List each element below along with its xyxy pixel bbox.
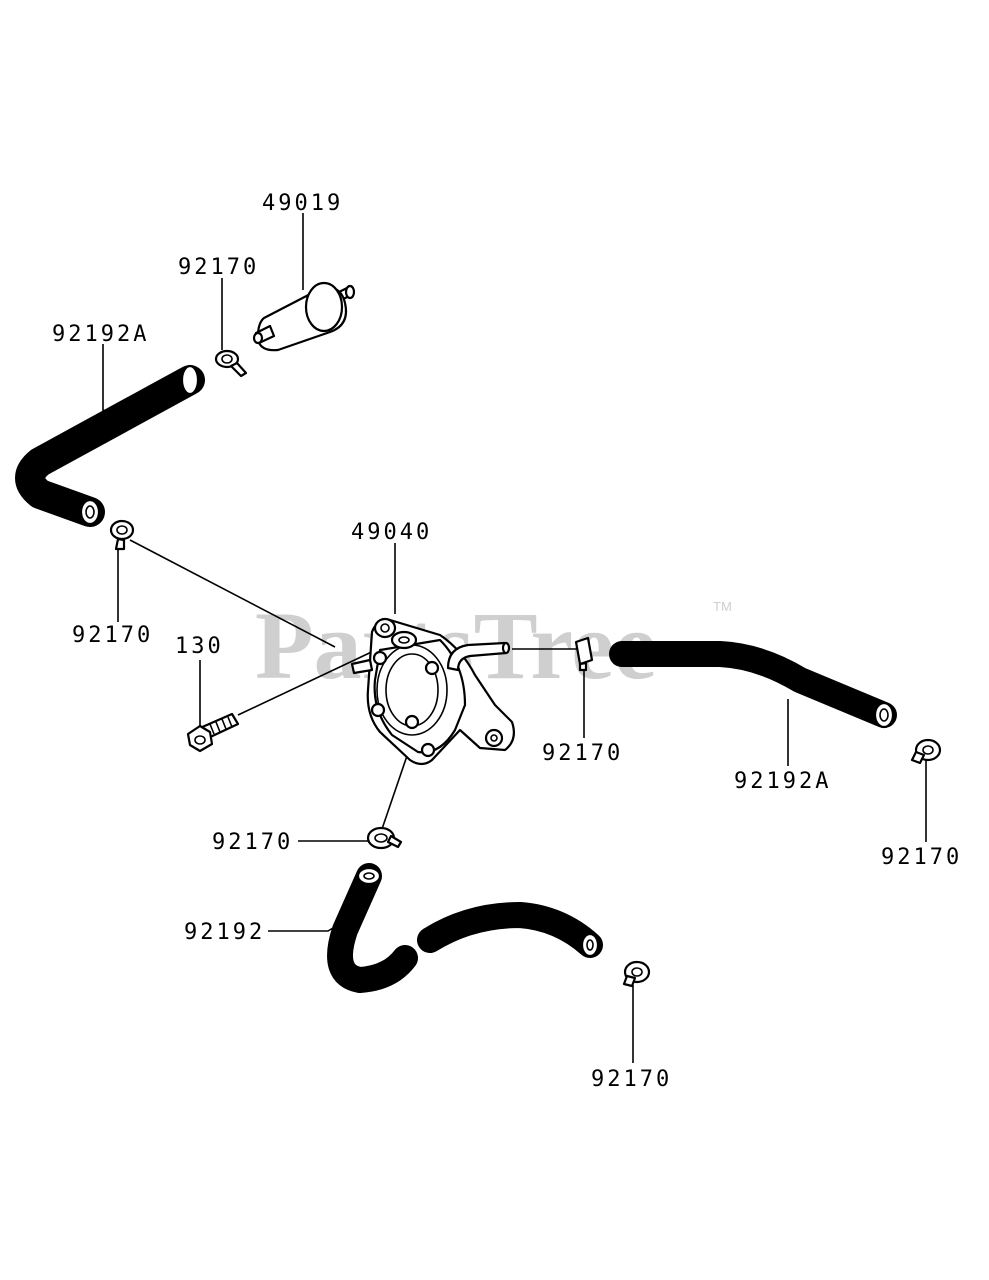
label-hose-upper-left: 92192A (52, 322, 149, 347)
leader-lines (102, 213, 927, 1063)
hose-lower (327, 863, 603, 993)
leader-bolt-to-pump (237, 647, 381, 716)
label-hose-right: 92192A (734, 769, 831, 794)
hose-upper-left (15, 364, 205, 527)
part-labels: 49019 92170 92192A 92170 49040 130 92170… (52, 191, 962, 1092)
watermark-tm: TM (713, 599, 732, 614)
clamp-pump-outlet (574, 636, 594, 672)
clamp-lower (366, 826, 403, 850)
hose-right (609, 641, 897, 729)
label-fuel-filter: 49019 (262, 191, 343, 216)
label-clamp-lower: 92170 (212, 830, 293, 855)
bolt (186, 712, 240, 753)
clamp-left (109, 519, 135, 551)
label-clamp-bottom: 92170 (591, 1067, 672, 1092)
label-hose-lower: 92192 (184, 920, 265, 945)
label-clamp-right: 92170 (881, 845, 962, 870)
leader-lower-to-pump (381, 749, 410, 830)
fuel-pump (350, 617, 515, 766)
leader-clamp-to-pump (129, 539, 336, 648)
label-bolt: 130 (175, 634, 224, 659)
clamp-right (910, 738, 942, 765)
fuel-filter (252, 281, 356, 352)
label-clamp-left: 92170 (72, 623, 153, 648)
label-fuel-pump: 49040 (351, 520, 432, 545)
leader-92192 (268, 924, 339, 932)
clamp-filter (214, 349, 248, 378)
clamp-bottom (622, 960, 651, 988)
label-clamp-pump-outlet: 92170 (542, 741, 623, 766)
label-clamp-filter: 92170 (178, 255, 259, 280)
